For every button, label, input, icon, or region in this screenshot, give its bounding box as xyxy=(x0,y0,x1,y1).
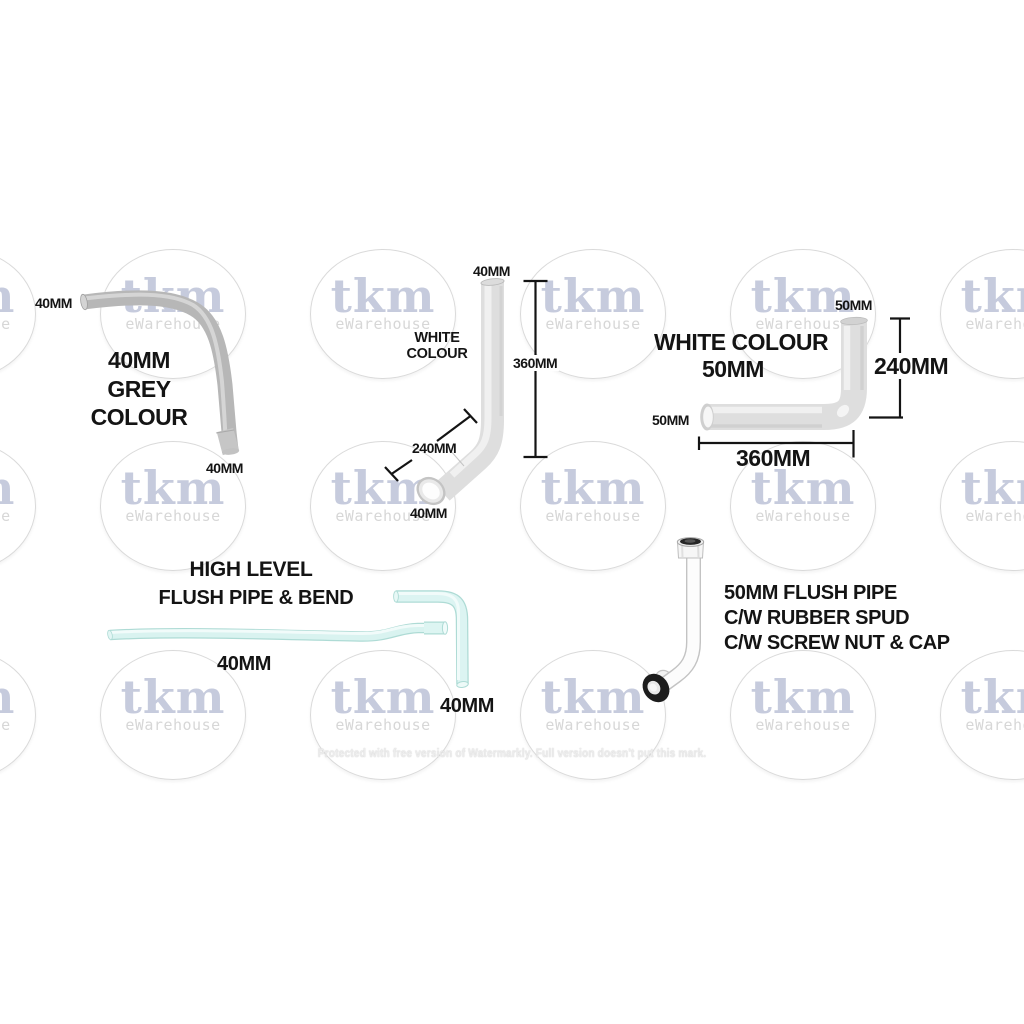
watermark-logo: tkm xyxy=(330,670,436,724)
grey-pipe-bottom-dim-label: 40MM xyxy=(206,460,243,476)
grey-bend-pipe-graphic xyxy=(80,290,240,456)
watermark-logo: tkm xyxy=(330,269,436,323)
white-pipe-360mm-label: 360MM xyxy=(511,355,560,372)
l-pipe-title: WHITE COLOUR xyxy=(654,329,829,355)
l-pipe-left-dim-label: 50MM xyxy=(652,412,689,428)
spud-pipe-line1: 50MM FLUSH PIPE xyxy=(724,582,897,604)
watermark-logo: tkm xyxy=(0,465,35,511)
white-pipe-colour-line1: WHITE xyxy=(414,330,460,346)
watermark-subtext: eWarehouse xyxy=(755,716,851,734)
spud-pipe-line3: C/W SCREW NUT & CAP xyxy=(724,632,950,654)
flush-bend-graphic xyxy=(393,590,469,688)
watermark-subtext: eWarehouse xyxy=(965,507,1024,525)
watermark-footer-text: Protected with free version of Watermark… xyxy=(317,748,707,760)
watermark-subtext: eWarehouse xyxy=(335,507,431,525)
high-level-pipe-dim-label: 40MM xyxy=(217,653,271,675)
watermark-subtext: eWarehouse xyxy=(755,315,851,333)
high-level-bend-dim-label: 40MM xyxy=(440,695,494,717)
watermark-subtext: eWarehouse xyxy=(0,716,11,734)
watermark-logo: tkm xyxy=(750,269,856,323)
white-l-pipe-graphic xyxy=(700,316,868,431)
watermark-subtext: eWarehouse xyxy=(335,716,431,734)
watermark-logo: tkm xyxy=(960,461,1024,515)
watermark-logo: tkm xyxy=(960,269,1024,323)
watermark-subtext: eWarehouse xyxy=(0,507,11,525)
grey-pipe-title: 40MM GREY COLOUR xyxy=(79,346,199,432)
watermark-subtext: eWarehouse xyxy=(335,315,431,333)
watermark-subtext: eWarehouse xyxy=(965,315,1024,333)
dim-line-240mm-diagonal xyxy=(384,408,478,482)
watermark-logo: tkm xyxy=(0,674,35,720)
grey-pipe-title-grey: GREY xyxy=(107,375,171,402)
watermark-logo: tkm xyxy=(750,670,856,724)
white-pipe-240mm-label: 240MM xyxy=(412,440,457,456)
watermark-logo: tkm xyxy=(0,273,35,319)
white-flush-pipe-graphic xyxy=(416,278,505,506)
watermark-logo: tkm xyxy=(540,461,646,515)
watermark-logo: tkm xyxy=(540,670,646,724)
watermark-subtext: eWarehouse xyxy=(965,716,1024,734)
watermark-subtext: eWarehouse xyxy=(125,315,221,333)
white-pipe-bottom-dim-label: 40MM xyxy=(410,505,447,521)
watermark-subtext: eWarehouse xyxy=(125,716,221,734)
watermark-subtext: eWarehouse xyxy=(545,716,641,734)
high-level-title-line1: HIGH LEVEL xyxy=(189,558,313,581)
flush-pipe-spud-graphic xyxy=(642,537,705,703)
watermark-subtext: eWarehouse xyxy=(125,507,221,525)
watermark-subtext: eWarehouse xyxy=(0,315,11,333)
white-pipe-top-dim-label: 40MM xyxy=(473,263,510,279)
dim-line-360mm-horizontal xyxy=(697,430,855,458)
watermark-logo: tkm xyxy=(960,670,1024,724)
high-level-flush-pipe-graphic xyxy=(107,621,449,642)
l-pipe-top-dim-label: 50MM xyxy=(835,297,872,313)
l-pipe-240mm-label: 240MM xyxy=(872,353,951,380)
watermark-subtext: eWarehouse xyxy=(545,507,641,525)
grey-pipe-title-size: 40MM xyxy=(108,347,170,373)
watermark-logo: tkm xyxy=(120,461,226,515)
watermark-subtext: eWarehouse xyxy=(545,315,641,333)
spud-pipe-line2: C/W RUBBER SPUD xyxy=(724,607,910,629)
watermark-logo: tkm xyxy=(540,269,646,323)
l-pipe-360mm-label: 360MM xyxy=(736,445,811,471)
watermark-logo: tkm xyxy=(120,670,226,724)
watermark-logo: tkm xyxy=(750,461,856,515)
white-pipe-colour-line2: COLOUR xyxy=(406,345,468,362)
high-level-title-line2: FLUSH PIPE & BEND xyxy=(158,587,354,609)
watermark-subtext: eWarehouse xyxy=(755,507,851,525)
grey-pipe-top-dim-label: 40MM xyxy=(35,295,72,311)
white-pipe-colour-label: WHITE COLOUR xyxy=(396,330,478,362)
l-pipe-size-label: 50MM xyxy=(702,356,764,382)
grey-pipe-title-colour: COLOUR xyxy=(90,404,188,430)
